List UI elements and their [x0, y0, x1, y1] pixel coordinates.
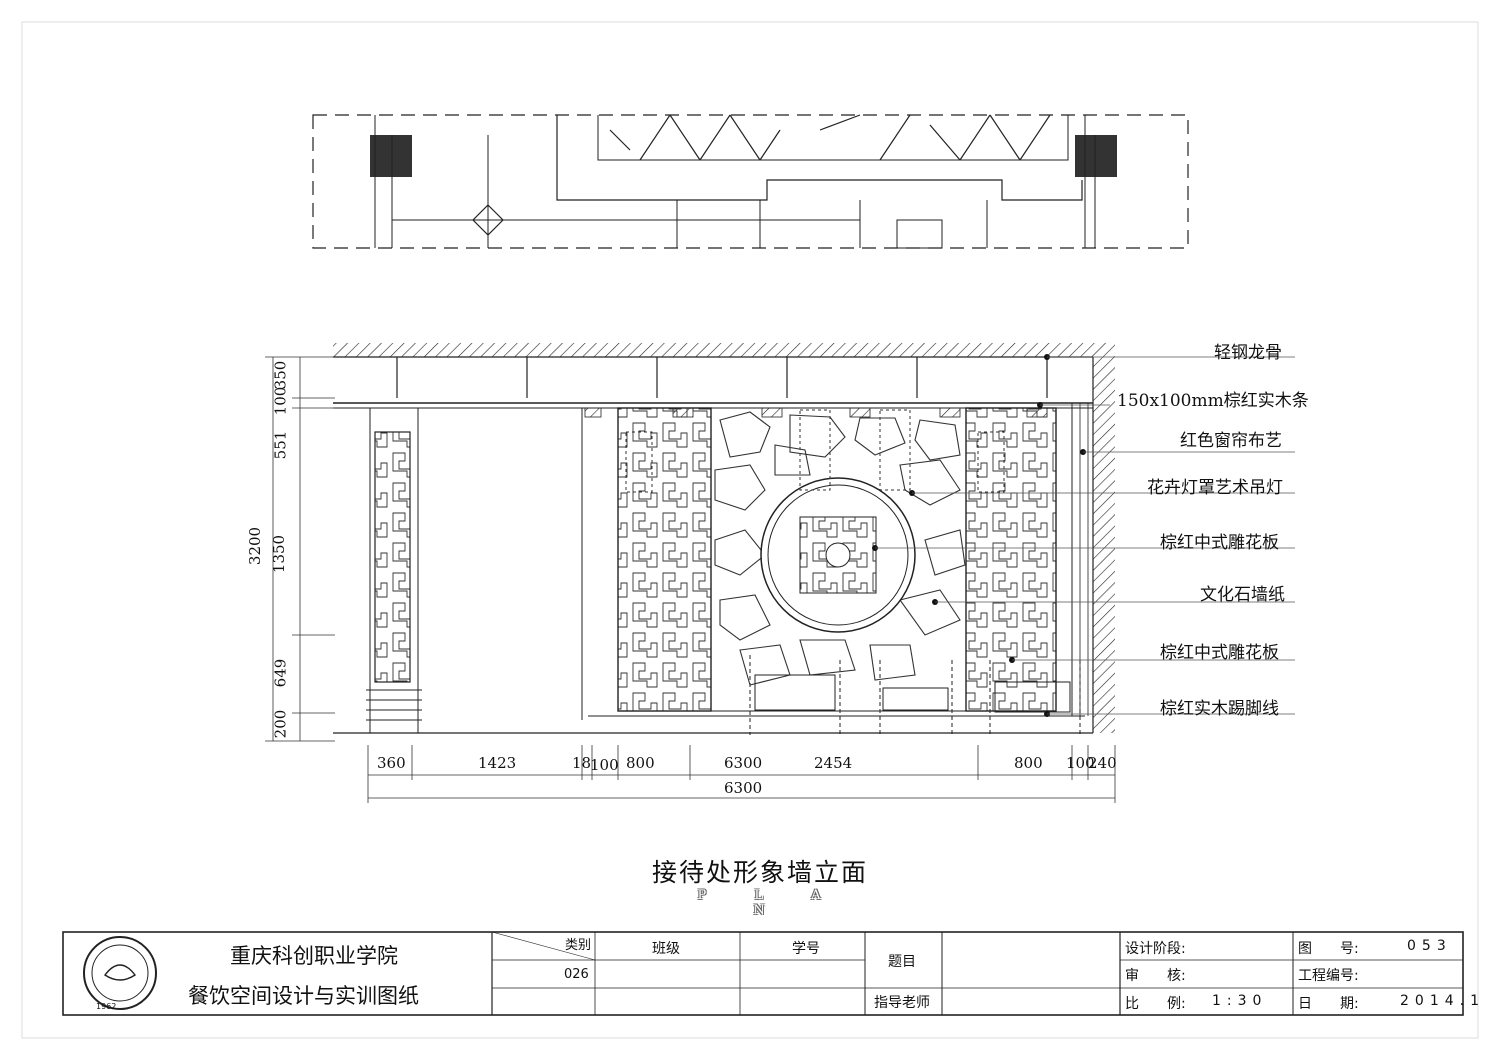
- dim-h-800b: 800: [1014, 754, 1043, 772]
- drawing-title: 接待处形象墙立面: [651, 858, 868, 887]
- label-wood-strip: 150x100mm棕红实木条: [1117, 391, 1309, 411]
- dim-v-1350: 1350: [270, 534, 289, 574]
- dim-v-551: 551: [271, 430, 290, 460]
- sheet-no-value: 053: [1407, 938, 1452, 954]
- dim-h-100b: 100: [1066, 754, 1095, 772]
- course-name: 餐饮空间设计与实训图纸: [188, 984, 419, 1008]
- topic-label: 题目: [888, 954, 916, 970]
- project-no-label: 工程编号:: [1298, 968, 1359, 984]
- category-value: 026: [564, 967, 589, 982]
- drawing-subtitle: P L A N: [697, 888, 843, 918]
- sheet-no-label: 图 号:: [1298, 941, 1359, 957]
- label-light-steel-keel: 轻钢龙骨: [1214, 343, 1282, 363]
- student-no-label: 学号: [792, 941, 820, 957]
- dim-h-6300-inner: 6300: [724, 754, 763, 772]
- column-right: [1075, 135, 1117, 177]
- label-curtain: 红色窗帘布艺: [1180, 431, 1282, 451]
- design-stage-label: 设计阶段:: [1125, 941, 1186, 957]
- dim-h-100a: 100: [590, 756, 619, 774]
- label-carved-panel-1: 棕红中式雕花板: [1160, 533, 1279, 553]
- dim-v-200: 200: [271, 709, 290, 739]
- elevation-view: [265, 343, 1295, 803]
- label-stone-wallpaper: 文化石墙纸: [1200, 585, 1285, 605]
- dim-v-350: 350: [271, 360, 290, 390]
- scale-value: 1:30: [1212, 993, 1268, 1009]
- school-name: 重庆科创职业学院: [230, 944, 398, 968]
- seal-year: 1962: [96, 1002, 117, 1011]
- advisor-label: 指导老师: [874, 995, 930, 1011]
- class-label: 班级: [652, 941, 680, 957]
- dim-v-total: 3200: [246, 526, 265, 566]
- dim-h-800a: 800: [626, 754, 655, 772]
- dim-h-2454: 2454: [814, 754, 853, 772]
- dim-h-360: 360: [377, 754, 406, 772]
- dim-h-1423: 1423: [478, 754, 517, 772]
- column-left: [370, 135, 412, 177]
- category-label: 类别: [565, 938, 592, 953]
- dim-h-total: 6300: [724, 779, 763, 797]
- review-label: 审 核:: [1125, 968, 1186, 984]
- date-label: 日 期:: [1298, 996, 1359, 1012]
- dim-v-649: 649: [271, 658, 290, 688]
- label-pendant-lamp: 花卉灯罩艺术吊灯: [1147, 478, 1283, 498]
- dim-h-240: 240: [1088, 754, 1117, 772]
- label-skirting: 棕红实木踢脚线: [1160, 699, 1279, 719]
- label-carved-panel-2: 棕红中式雕花板: [1160, 643, 1279, 663]
- date-value: 2014.1: [1400, 993, 1485, 1009]
- plan-view: [312, 114, 1189, 249]
- dim-h-18: 18: [572, 754, 592, 772]
- scale-label: 比 例:: [1125, 996, 1186, 1012]
- title-block: [62, 931, 1464, 1016]
- dim-v-100: 100: [271, 386, 290, 416]
